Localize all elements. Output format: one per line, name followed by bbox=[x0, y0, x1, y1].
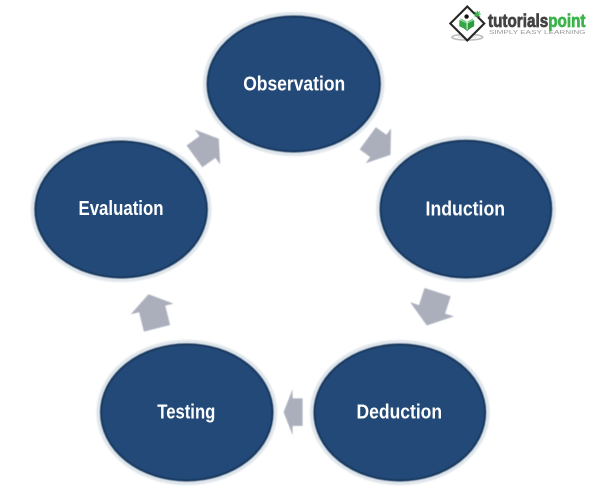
svg-text:Deduction: Deduction bbox=[357, 402, 443, 424]
svg-text:SIMPLY EASY LEARNING: SIMPLY EASY LEARNING bbox=[489, 30, 586, 36]
svg-text:Observation: Observation bbox=[243, 74, 345, 96]
svg-text:Evaluation: Evaluation bbox=[79, 198, 164, 220]
svg-text:tutorialspoint: tutorialspoint bbox=[488, 10, 586, 31]
svg-text:Induction: Induction bbox=[426, 199, 506, 221]
svg-text:Testing: Testing bbox=[157, 402, 215, 424]
